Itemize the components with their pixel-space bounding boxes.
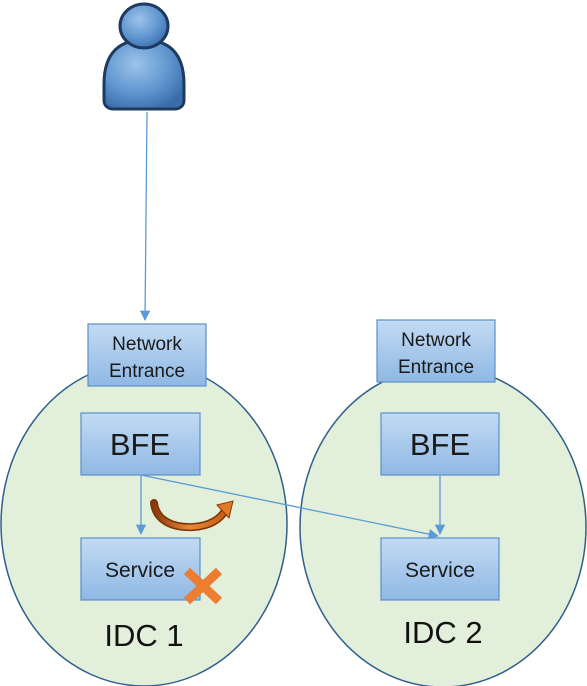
user-icon bbox=[102, 2, 186, 111]
user-to-entrance1-arrow bbox=[139, 111, 151, 322]
network-entrance-idc1-line1: Network bbox=[112, 334, 182, 355]
idc1-label: IDC 1 bbox=[104, 618, 183, 653]
bfe1-to-service2-arrow bbox=[140, 474, 440, 540]
service-idc2: Service bbox=[380, 537, 500, 601]
service-idc1: Service bbox=[80, 537, 201, 601]
network-entrance-idc1-line2: Entrance bbox=[109, 361, 185, 382]
bfe-idc1-label: BFE bbox=[110, 427, 170, 462]
x-cross-icon bbox=[183, 567, 223, 605]
reroute-curve-arrow bbox=[150, 499, 234, 532]
bfe-idc1: BFE bbox=[80, 412, 201, 476]
idc1-region: IDC 1 bbox=[0, 361, 288, 686]
network-entrance-idc2-line1: Network bbox=[401, 330, 471, 351]
network-entrance-idc1: Network Entrance bbox=[87, 323, 207, 387]
service-idc1-label: Service bbox=[105, 559, 175, 582]
bfe-idc2: BFE bbox=[380, 412, 500, 476]
network-entrance-idc2-line2: Entrance bbox=[398, 357, 474, 378]
bfe-idc2-label: BFE bbox=[410, 427, 470, 462]
network-entrance-idc2: Network Entrance bbox=[376, 319, 496, 383]
idc2-label: IDC 2 bbox=[403, 615, 482, 650]
service-idc2-label: Service bbox=[405, 559, 475, 582]
